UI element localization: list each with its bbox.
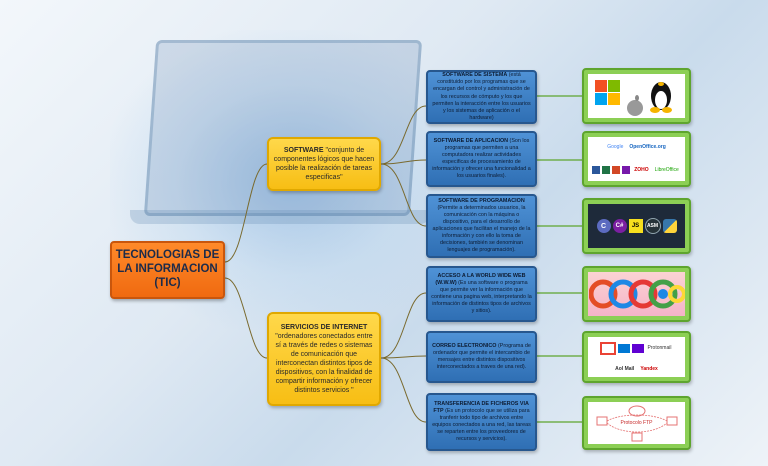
outlook-icon — [617, 343, 630, 353]
leaf-heading: SOFTWARE DE APLICACION — [433, 137, 509, 144]
office-apps-icon — [592, 166, 631, 174]
software-node: SOFTWARE "conjunto de componentes lógico… — [267, 137, 381, 191]
python-icon — [662, 219, 677, 233]
image-email-services: Protonmail Aol Mail Yandex — [582, 331, 691, 383]
internet-heading: SERVICIOS DE INTERNET — [280, 323, 368, 331]
mail-logo: Protonmail — [647, 345, 672, 352]
image-web-browsers — [582, 266, 691, 322]
internet-services-node: SERVICIOS DE INTERNET "ordenadores conec… — [267, 312, 381, 406]
internet-body: "ordenadores conectados entre sí a travé… — [275, 332, 373, 395]
connector-internet-leaf6 — [380, 357, 427, 423]
language-logo: C# — [612, 219, 627, 233]
mail-logo: Yandex — [640, 366, 658, 373]
leaf-heading: ACCESO A LA WORLD WIDE WEB (W.W.W) — [435, 272, 526, 286]
software-heading: SOFTWARE — [283, 146, 324, 154]
leaf-programming-software: SOFTWARE DE PROGRAMACION (Permite a dete… — [426, 194, 537, 258]
gmail-icon — [599, 341, 616, 355]
leaf-body: (Son los programas que permiten a una co… — [432, 137, 531, 180]
mail-logo: Aol Mail — [615, 366, 635, 373]
leaf-body: (Programa de ordenador que permite el in… — [432, 342, 531, 371]
connector-root-internet — [224, 277, 268, 359]
ftp-label: Protocolo FTP — [620, 420, 653, 426]
ftp-diagram-icon — [596, 405, 677, 442]
connector-internet-leaf5 — [380, 355, 427, 359]
connector-software-leaf3 — [380, 163, 427, 227]
app-logo: LibreOffice — [654, 167, 679, 173]
browser-logos-icon — [588, 279, 685, 309]
connector-software-leaf1 — [380, 105, 427, 165]
software-body: "conjunto de componentes lógicos que hac… — [273, 146, 375, 182]
leaf-body: (Es un protocolo que se utiliza para tra… — [432, 407, 531, 443]
leaf-heading: SOFTWARE DE SISTEMA — [442, 72, 508, 79]
leaf-system-software: SOFTWARE DE SISTEMA (está constituido po… — [426, 70, 537, 124]
leaf-heading: TRANSFERENCIA DE FICHEROS VIA FTP — [433, 400, 529, 414]
root-node: TECNOLOGIAS DE LA INFORMACION (TIC) — [110, 241, 225, 299]
app-logo: ZOHO — [634, 167, 649, 173]
image-ftp-diagram: Protocolo FTP — [582, 396, 691, 450]
connector-root-software — [224, 163, 268, 263]
background-laptop-base — [130, 210, 430, 224]
image-programming-languages: C C# JS ASM — [582, 198, 691, 254]
yahoo-icon — [631, 343, 644, 353]
app-logo: Google — [607, 144, 624, 150]
language-logo: JS — [628, 219, 643, 233]
leaf-body: (está constituido por los programas que … — [432, 72, 531, 121]
connector-internet-leaf4 — [380, 292, 427, 359]
os-logos-icon — [594, 80, 672, 116]
leaf-application-software: SOFTWARE DE APLICACION (Son los programa… — [426, 131, 537, 187]
leaf-ftp: TRANSFERENCIA DE FICHEROS VIA FTP (Es un… — [426, 393, 537, 451]
app-logo: OpenOffice.org — [629, 144, 666, 150]
leaf-heading: SOFTWARE DE PROGRAMACION — [438, 197, 525, 204]
leaf-heading: CORREO ELECTRONICO — [432, 342, 497, 349]
language-logo: C — [596, 219, 611, 233]
image-application-logos: Google OpenOffice.org ZOHO LibreOffice — [582, 131, 691, 187]
connector-software-leaf2 — [380, 159, 427, 165]
root-title: TECNOLOGIAS DE LA INFORMACION (TIC) — [115, 249, 220, 289]
leaf-email: CORREO ELECTRONICO (Programa de ordenado… — [426, 331, 537, 383]
image-operating-systems — [582, 68, 691, 124]
leaf-www-access: ACCESO A LA WORLD WIDE WEB (W.W.W) (Es u… — [426, 266, 537, 322]
leaf-body: (Es una software o programa que permite … — [431, 279, 532, 315]
language-logo: ASM — [644, 218, 661, 234]
leaf-body: (Permite a determinados usuarios, la com… — [432, 204, 531, 254]
